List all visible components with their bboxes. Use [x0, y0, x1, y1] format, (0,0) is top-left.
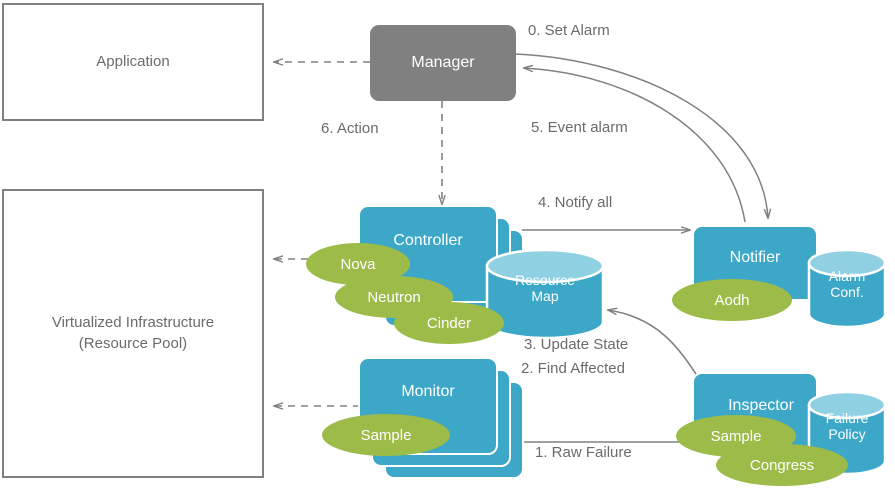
notifier-tag-aodh[interactable]: Aodh	[672, 279, 792, 321]
monitor-tag-sample-label: Sample	[360, 426, 412, 444]
resource-map-line2: Map	[531, 288, 559, 305]
edge-inspector-to-resourcemap	[606, 307, 701, 381]
manager-label: Manager	[411, 54, 475, 71]
edge-notifier-to-manager-eventalarm	[522, 64, 746, 223]
alarm-conf-line1: Alarm	[828, 268, 866, 284]
controller-label: Controller	[393, 232, 463, 249]
flow-label-step6: 6. Action	[321, 120, 379, 137]
alarm-conf-label: Alarm Conf.	[806, 268, 888, 300]
application-label: Application	[96, 52, 170, 70]
flow-label-step4: 4. Notify all	[538, 194, 613, 211]
controller-tag-cinder-label: Cinder	[426, 314, 472, 332]
failure-policy-line2: Policy	[828, 426, 866, 443]
infrastructure-label-line1: Virtualized Infrastructure	[51, 314, 215, 332]
failure-policy-label: Failure Policy	[806, 410, 888, 442]
flow-label-step3: 3. Update State	[524, 336, 629, 353]
controller-tag-nova-label: Nova	[340, 255, 376, 273]
inspector-label: Inspector	[728, 397, 794, 414]
infrastructure-box: Virtualized Infrastructure (Resource Poo…	[2, 189, 264, 478]
resource-map-label: Resource Map	[484, 272, 606, 304]
inspector-tag-congress[interactable]: Congress	[716, 444, 848, 486]
infrastructure-label-line2: (Resource Pool)	[78, 334, 188, 352]
monitor-label: Monitor	[401, 383, 455, 400]
failure-policy-line1: Failure	[825, 410, 869, 426]
flow-label-step1: 1. Raw Failure	[535, 444, 632, 461]
alarm-conf-line2: Conf.	[830, 284, 864, 301]
alarm-conf-store[interactable]	[806, 248, 888, 330]
controller-tag-cinder[interactable]: Cinder	[394, 302, 504, 344]
notifier-label: Notifier	[729, 249, 781, 266]
application-box: Application	[2, 3, 264, 121]
resource-map-line1: Resource	[515, 272, 575, 288]
inspector-tag-sample-label: Sample	[710, 427, 762, 445]
inspector-tag-congress-label: Congress	[749, 456, 815, 474]
edge-manager-to-notifier-setalarm	[515, 53, 772, 220]
controller-tag-neutron-label: Neutron	[367, 288, 421, 306]
flow-label-step0: 0. Set Alarm	[528, 22, 610, 39]
monitor-node[interactable]	[358, 357, 548, 482]
monitor-tag-sample[interactable]: Sample	[322, 414, 450, 456]
flow-label-step5: 5. Event alarm	[531, 119, 628, 136]
manager-node[interactable]: Manager	[370, 25, 516, 101]
flow-label-step2: 2. Find Affected	[521, 360, 625, 377]
notifier-tag-aodh-label: Aodh	[714, 291, 750, 309]
